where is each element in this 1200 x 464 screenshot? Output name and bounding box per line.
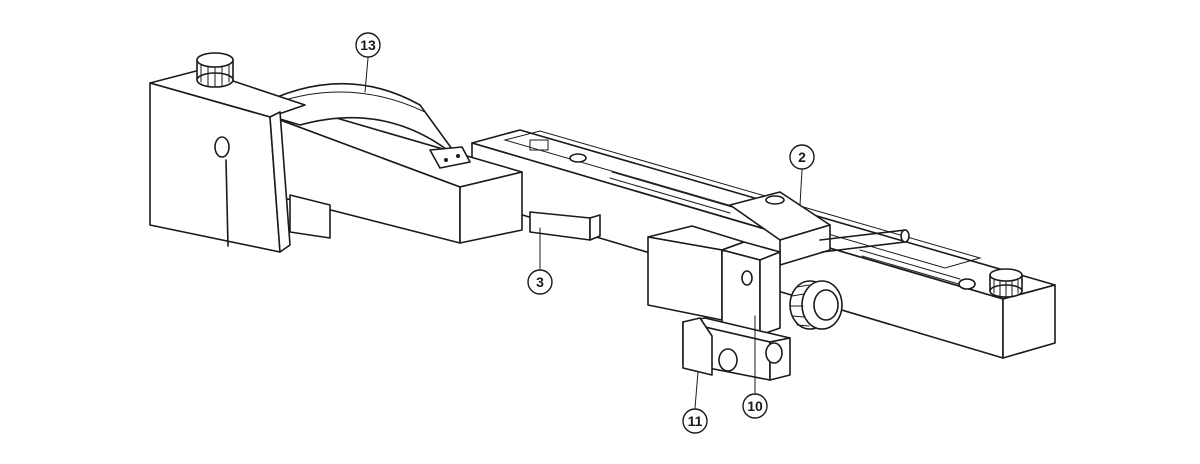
knurled-screw-left [196, 52, 234, 88]
leader-13 [364, 57, 369, 93]
callout-3-label: 3 [536, 274, 544, 290]
leader-11 [694, 371, 699, 409]
clamp-body [721, 241, 781, 336]
leader-2 [799, 169, 803, 206]
rail-slider [729, 191, 831, 266]
callout-2-label: 2 [798, 149, 806, 165]
left-end-block [149, 69, 331, 253]
lower-holder [682, 317, 791, 381]
rail-underside-block-side [589, 214, 601, 241]
callout-2: 2 [789, 144, 815, 170]
clamp-knob [789, 280, 843, 330]
clamp-front-block [647, 225, 745, 321]
callout-11-label: 11 [688, 413, 703, 429]
curved-spring [249, 82, 471, 169]
rack-teeth [609, 171, 963, 286]
callout-3: 3 [527, 269, 553, 295]
callout-13: 13 [355, 32, 381, 58]
callout-13-label: 13 [360, 37, 376, 53]
left-arm [271, 107, 523, 244]
guide-rod [819, 229, 910, 253]
callout-10: 10 [742, 393, 768, 419]
callout-10-label: 10 [747, 398, 763, 414]
leader-lines [364, 57, 803, 409]
callout-11: 11 [682, 408, 708, 434]
knurled-screw-right [989, 268, 1023, 298]
